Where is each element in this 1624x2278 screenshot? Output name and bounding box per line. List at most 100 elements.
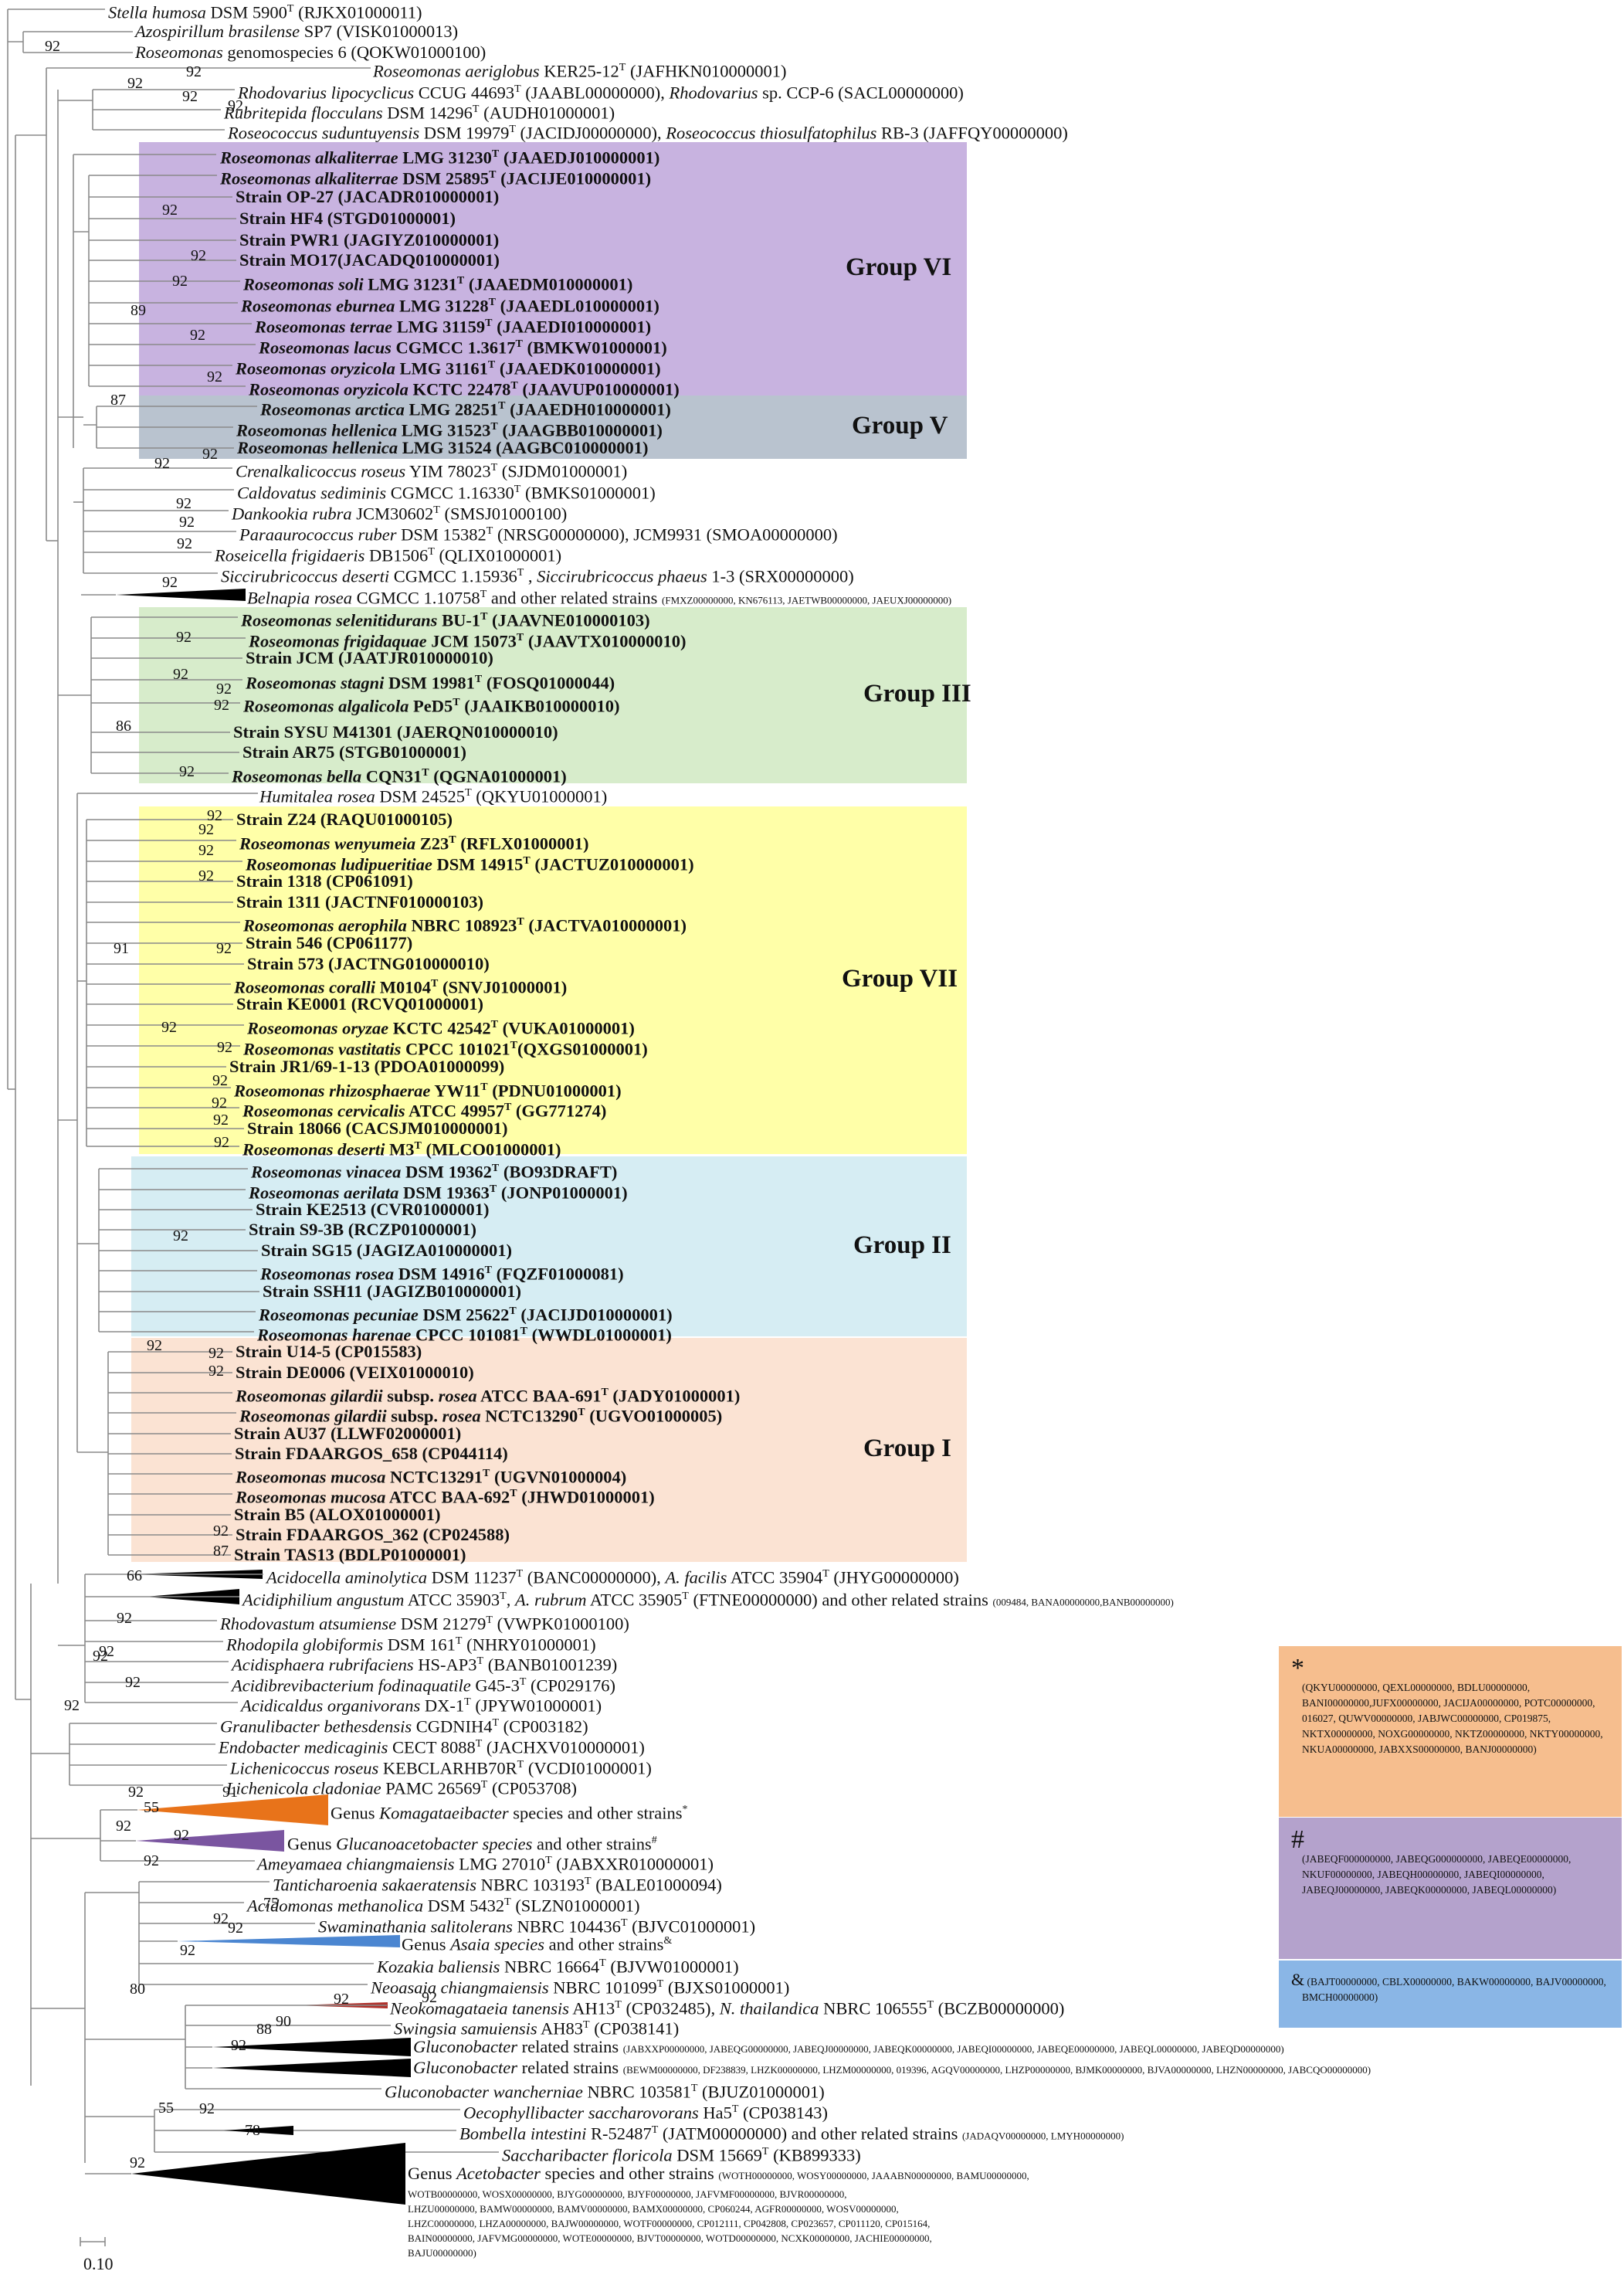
type-strain-mark: T [286, 3, 294, 15]
taxon-label: Strain OP-27 (JACADR010000001) [236, 187, 499, 207]
taxon-detail: Genus [408, 2164, 457, 2183]
taxon-name: rosea [438, 1386, 477, 1406]
taxon-label: Gluconobacter related strains (JABXXP000… [413, 2037, 1284, 2059]
taxon-label: Roseomonas algalicola PeD5T (JAAIKB01000… [243, 693, 619, 717]
bootstrap-value: 92 [177, 535, 192, 552]
type-strain-mark: T [487, 359, 496, 371]
taxon-detail: (AUDH01000001) [479, 103, 615, 123]
taxon-name: Komagataeibacter [379, 1803, 509, 1823]
bootstrap-value: 92 [213, 1112, 229, 1129]
taxon-label: Genus Asaia species and other strains& [402, 1931, 672, 1955]
taxon-label: Roseomonas soli LMG 31231T (JAAEDM010000… [243, 271, 632, 295]
taxon-detail: (BO93DRAFT) [499, 1162, 618, 1182]
taxon-detail: NBRC 108923 [406, 915, 517, 935]
taxon-label: Roseomonas terrae LMG 31159T (JAAEDI0100… [255, 314, 651, 338]
bootstrap-value: 92 [180, 1942, 195, 1959]
taxon-name: Roseococcus suduntuyensis [228, 123, 420, 143]
type-strain-mark: T [485, 317, 493, 329]
taxon-label: Strain JR1/69-1-13 (PDOA01000099) [229, 1057, 504, 1077]
taxon-name: Siccirubricoccus phaeus [537, 566, 707, 586]
taxon-detail: CGMCC 1.3617 [391, 338, 516, 358]
taxon-detail: species and other strains [508, 1803, 683, 1823]
taxon-name: Rubritepida flocculans [224, 103, 383, 123]
bootstrap-value: 92 [207, 807, 222, 824]
type-strain-mark: T [489, 169, 497, 181]
footnote-star-symbol: * [1291, 1654, 1304, 1682]
taxon-label: Strain SYSU M41301 (JAERQN010000010) [233, 722, 558, 742]
taxon-detail: (BJVW01000001) [605, 1957, 739, 1977]
bootstrap-value: 92 [128, 1784, 144, 1801]
taxon-detail: PAMC 26569 [381, 1778, 481, 1798]
footnote-hash-symbol: # [1291, 1825, 1304, 1854]
taxon-detail: AH13 [568, 1998, 615, 2018]
bootstrap-value: 86 [116, 718, 131, 735]
taxon-detail: , [506, 1590, 515, 1610]
taxon-detail: KCTC 42542 [388, 1018, 491, 1038]
taxon-name: Roseomonas gilardii [239, 1406, 387, 1426]
group-iii-box [139, 607, 967, 783]
taxon-label: Roseomonas vastitatis CPCC 101021T(QXGS0… [243, 1036, 648, 1060]
taxon-label: Roseomonas gilardii subsp. rosea NCTC132… [239, 1403, 722, 1427]
taxon-detail: (BJVC01000001) [627, 1916, 756, 1937]
taxon-name: N. thailandica [719, 1998, 819, 2018]
taxon-detail: R-52487 [586, 2124, 652, 2144]
bootstrap-value: 92 [64, 1697, 80, 1714]
taxon-detail: (JABXXR010000001) [551, 1854, 714, 1874]
taxon-name: Acidibrevibacterium fodinaquatile [232, 1675, 471, 1696]
taxon-detail: Strain S9-3B (RCZP01000001) [249, 1220, 477, 1239]
taxon-detail: DSM 5900 [205, 2, 287, 22]
bootstrap-value: 90 [276, 2013, 291, 2030]
taxon-detail: Strain SYSU M41301 (JAERQN010000010) [233, 722, 558, 742]
taxon-name: A. facilis [665, 1567, 727, 1587]
taxon-label: Roseomonas cervicalis ATCC 49957T (GG771… [242, 1098, 606, 1122]
taxon-detail: LMG 27010 [454, 1854, 546, 1874]
taxon-detail: DSM 14916 [394, 1264, 485, 1284]
taxon-label: Genus Glucanoacetobacter species and oth… [287, 1831, 657, 1855]
taxon-detail: (BEWM00000000, DF238839, LHZK00000000, L… [622, 2064, 1371, 2076]
taxon-label: Tanticharoenia sakaeratensis NBRC 103193… [273, 1872, 722, 1896]
taxon-detail: (UGVN01000004) [490, 1467, 627, 1487]
taxon-name: rosea [442, 1406, 481, 1426]
taxon-detail: Strain KE2513 (CVR01000001) [256, 1200, 490, 1219]
taxon-detail: DB1506 [364, 545, 429, 565]
type-strain-mark: T [517, 567, 524, 579]
taxon-label: Roseicella frigidaeris DB1506T (QLIX0100… [215, 542, 561, 566]
taxon-detail: (BANC00000000), [523, 1567, 666, 1587]
taxon-detail: genomospecies 6 (QOKW01000100) [222, 42, 487, 62]
taxon-name: Roseomonas vinacea [251, 1162, 402, 1182]
taxon-name: Acidisphaera rubrifaciens [232, 1655, 414, 1675]
taxon-label: Roseomonas mucosa ATCC BAA-692T (JHWD010… [236, 1484, 655, 1508]
taxon-detail: DSM 5432 [423, 1896, 505, 1916]
taxon-name: Roseomonas alkaliterrae [220, 168, 398, 188]
taxon-detail: Strain KE0001 (RCVQ01000001) [236, 994, 483, 1013]
bootstrap-value: 92 [176, 629, 192, 646]
taxon-detail: NBRC 103581 [582, 2082, 691, 2102]
taxon-detail: Strain MO17(JACADQ010000001) [239, 250, 500, 270]
bootstrap-value: 92 [217, 1039, 232, 1056]
taxon-detail: CPCC 101021 [401, 1039, 510, 1059]
gluconobacter-collapsed-clade-2 [212, 2059, 411, 2077]
type-strain-mark: T [490, 462, 498, 474]
taxon-name: Rhodovarius [669, 83, 758, 103]
bootstrap-value: 55 [144, 1799, 159, 1816]
bootstrap-value: 92 [198, 842, 214, 859]
type-strain-mark: T [480, 589, 487, 600]
taxon-detail: and other strains [532, 1834, 652, 1854]
acetobacter-accessions: WOTB00000000, WOSX00000000, BJYG00000000… [408, 2188, 847, 2200]
bootstrap-value: 92 [172, 273, 188, 290]
type-strain-mark: T [619, 62, 626, 73]
type-strain-mark: T [682, 1591, 689, 1602]
taxon-name: Gluconobacter [413, 2058, 517, 2077]
type-strain-mark: T [431, 978, 439, 990]
taxon-detail: M3 [385, 1139, 415, 1159]
taxon-label: Acidisphaera rubrifaciens HS-AP3T (BANB0… [232, 1652, 617, 1675]
bootstrap-value: 89 [131, 302, 146, 319]
taxon-name: A. rubrum [514, 1590, 587, 1610]
taxon-detail: Strain JCM (JAATJR010000010) [246, 648, 493, 667]
taxon-detail: related strains [517, 2058, 623, 2077]
taxon-detail: CECT 8088 [388, 1737, 476, 1757]
taxon-detail: G45-3 [470, 1675, 520, 1696]
bootstrap-value: 92 [228, 1920, 243, 1937]
taxon-detail: (JAFHKN010000001) [626, 61, 787, 81]
taxon-detail: Strain DE0006 (VEIX01000010) [236, 1363, 474, 1382]
